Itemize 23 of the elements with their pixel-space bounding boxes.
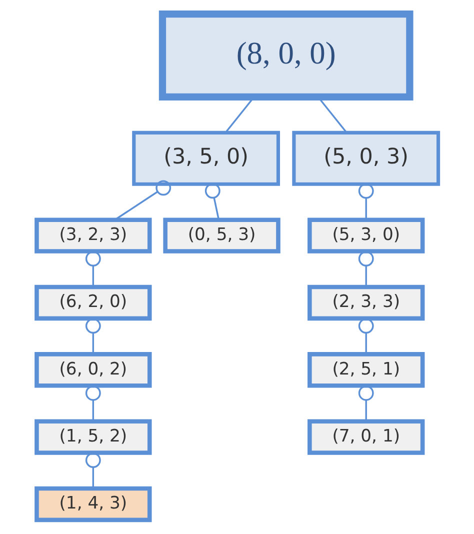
node-box: (2, 3, 3)	[307, 284, 424, 321]
node-box: (5, 3, 0)	[307, 218, 424, 254]
connector	[84, 385, 100, 422]
connector	[358, 183, 374, 220]
node-box: (8, 0, 0)	[158, 10, 413, 101]
connector	[84, 452, 100, 488]
connector	[358, 318, 374, 354]
node-box: (1, 4, 3)	[34, 486, 152, 522]
node-box: (5, 0, 3)	[292, 130, 440, 186]
connector	[358, 385, 374, 422]
connector	[114, 180, 171, 220]
connector	[84, 251, 100, 287]
node-box: (6, 0, 2)	[34, 352, 152, 388]
node-box: (3, 2, 3)	[34, 218, 152, 254]
connector	[204, 183, 220, 220]
node-box: (6, 2, 0)	[34, 284, 152, 321]
node-box: (0, 5, 3)	[162, 218, 280, 254]
node-box: (7, 0, 1)	[307, 419, 424, 455]
connector	[358, 251, 374, 287]
node-box: (1, 5, 2)	[34, 419, 152, 455]
connector	[84, 318, 100, 354]
node-box: (2, 5, 1)	[307, 352, 424, 388]
node-box: (3, 5, 0)	[132, 130, 280, 186]
